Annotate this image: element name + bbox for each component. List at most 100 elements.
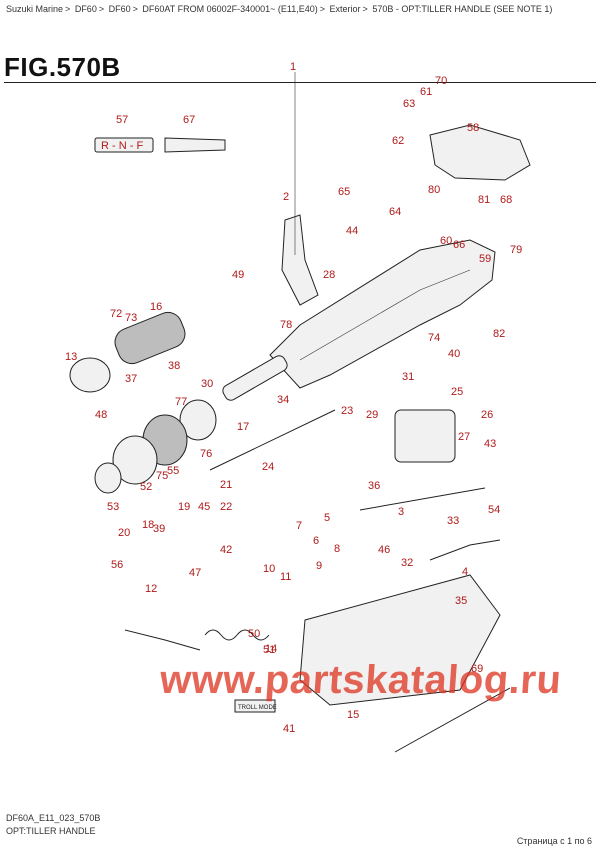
part-callout-2[interactable]: 2	[283, 191, 289, 203]
part-callout-33[interactable]: 33	[447, 515, 459, 527]
part-callout-62[interactable]: 62	[392, 135, 404, 147]
part-callout-64[interactable]: 64	[389, 206, 401, 218]
part-callout-69[interactable]: 69	[471, 663, 483, 675]
part-callout-73[interactable]: 73	[125, 312, 137, 324]
shift-lever	[281, 214, 319, 306]
part-callout-66[interactable]: 66	[453, 239, 465, 251]
part-callout-61[interactable]: 61	[420, 86, 432, 98]
part-callout-25[interactable]: 25	[451, 386, 463, 398]
part-callout-38[interactable]: 38	[168, 360, 180, 372]
part-callout-70[interactable]: 70	[435, 75, 447, 87]
part-callout-51[interactable]: 51	[263, 644, 275, 656]
part-callout-29[interactable]: 29	[366, 409, 378, 421]
part-callout-49[interactable]: 49	[232, 269, 244, 281]
part-callout-43[interactable]: 43	[484, 438, 496, 450]
part-callout-60[interactable]: 60	[440, 235, 452, 247]
part-callout-34[interactable]: 34	[277, 394, 289, 406]
part-callout-35[interactable]: 35	[455, 595, 467, 607]
part-callout-39[interactable]: 39	[153, 523, 165, 535]
part-callout-11[interactable]: 11	[280, 571, 291, 583]
part-callout-17[interactable]: 17	[237, 421, 249, 433]
part-callout-26[interactable]: 26	[481, 409, 493, 421]
part-callout-36[interactable]: 36	[368, 480, 380, 492]
part-callout-56[interactable]: 56	[111, 559, 123, 571]
part-callout-77[interactable]: 77	[175, 396, 187, 408]
part-callout-1[interactable]: 1	[290, 61, 296, 73]
tiller-bracket	[429, 124, 531, 181]
breadcrumb-separator: >	[132, 4, 138, 14]
part-callout-46[interactable]: 46	[378, 544, 390, 556]
part-callout-81[interactable]: 81	[478, 194, 490, 206]
part-callout-54[interactable]: 54	[488, 504, 500, 516]
tiller-lower-bracket	[299, 574, 501, 706]
part-callout-48[interactable]: 48	[95, 409, 107, 421]
part-callout-28[interactable]: 28	[323, 269, 335, 281]
part-callout-24[interactable]: 24	[262, 461, 274, 473]
part-callout-40[interactable]: 40	[448, 348, 460, 360]
tiller-handle-groove	[299, 269, 471, 361]
part-callout-75[interactable]: 75	[156, 470, 168, 482]
part-callout-23[interactable]: 23	[341, 405, 353, 417]
part-callout-59[interactable]: 59	[479, 253, 491, 265]
part-callout-27[interactable]: 27	[458, 431, 470, 443]
breadcrumb-item-current: 570B - OPT:TILLER HANDLE (SEE NOTE 1)	[372, 4, 553, 14]
shift-cable	[359, 487, 486, 511]
part-callout-68[interactable]: 68	[500, 194, 512, 206]
troll-mode-label	[234, 699, 276, 713]
part-callout-3[interactable]: 3	[398, 506, 404, 518]
part-callout-18[interactable]: 18	[142, 519, 154, 531]
part-callout-8[interactable]: 8	[334, 543, 340, 555]
shift-indicator-text: R - N - F	[101, 140, 143, 152]
part-callout-82[interactable]: 82	[493, 328, 505, 340]
figure-title: FIG.570B	[4, 52, 121, 82]
part-callout-10[interactable]: 10	[263, 563, 275, 575]
part-callout-42[interactable]: 42	[220, 544, 232, 556]
part-callout-57[interactable]: 57	[116, 114, 128, 126]
part-callout-76[interactable]: 76	[200, 448, 212, 460]
breadcrumb-item[interactable]: Suzuki Marine	[6, 4, 64, 14]
part-callout-13[interactable]: 13	[65, 351, 77, 363]
part-callout-15[interactable]: 15	[347, 709, 359, 721]
breadcrumb-item[interactable]: DF60	[108, 4, 131, 14]
part-callout-80[interactable]: 80	[428, 184, 440, 196]
part-callout-44[interactable]: 44	[346, 225, 358, 237]
part-callout-52[interactable]: 52	[140, 481, 152, 493]
part-callout-22[interactable]: 22	[220, 501, 232, 513]
callout-layer: 1234567891011121314151617181920212223242…	[65, 61, 522, 735]
part-callout-7[interactable]: 7	[296, 520, 302, 532]
breadcrumb-separator: >	[98, 4, 105, 14]
part-callout-78[interactable]: 78	[280, 319, 292, 331]
breadcrumb-item[interactable]: DF60	[74, 4, 97, 14]
wire-harness	[429, 539, 501, 561]
part-callout-58[interactable]: 58	[467, 122, 479, 134]
part-callout-16[interactable]: 16	[150, 301, 162, 313]
part-callout-19[interactable]: 19	[178, 501, 190, 513]
part-callout-74[interactable]: 74	[428, 332, 440, 344]
part-callout-20[interactable]: 20	[118, 527, 130, 539]
part-callout-12[interactable]: 12	[145, 583, 157, 595]
part-callout-5[interactable]: 5	[324, 512, 330, 524]
part-callout-53[interactable]: 53	[107, 501, 119, 513]
part-callout-55[interactable]: 55	[167, 465, 179, 477]
part-callout-37[interactable]: 37	[125, 373, 137, 385]
part-callout-31[interactable]: 31	[402, 371, 414, 383]
part-callout-14[interactable]: 14	[265, 643, 277, 655]
part-callout-41[interactable]: 41	[283, 723, 295, 735]
part-callout-67[interactable]: 67	[183, 114, 195, 126]
part-callout-47[interactable]: 47	[189, 567, 201, 579]
part-callout-50[interactable]: 50	[248, 628, 260, 640]
part-callout-32[interactable]: 32	[401, 557, 413, 569]
part-callout-30[interactable]: 30	[201, 378, 213, 390]
part-callout-79[interactable]: 79	[510, 244, 522, 256]
part-callout-63[interactable]: 63	[403, 98, 415, 110]
part-callout-65[interactable]: 65	[338, 186, 350, 198]
breadcrumb-item[interactable]: DF60AT FROM 06002F-340001~ (E11,E40)	[142, 4, 318, 14]
part-callout-45[interactable]: 45	[198, 501, 210, 513]
breadcrumb-item[interactable]: Exterior	[329, 4, 361, 14]
steering-rod	[394, 687, 511, 753]
part-callout-4[interactable]: 4	[462, 566, 468, 578]
part-callout-9[interactable]: 9	[316, 560, 322, 572]
part-callout-21[interactable]: 21	[220, 479, 232, 491]
part-callout-72[interactable]: 72	[110, 308, 122, 320]
part-callout-6[interactable]: 6	[313, 535, 319, 547]
